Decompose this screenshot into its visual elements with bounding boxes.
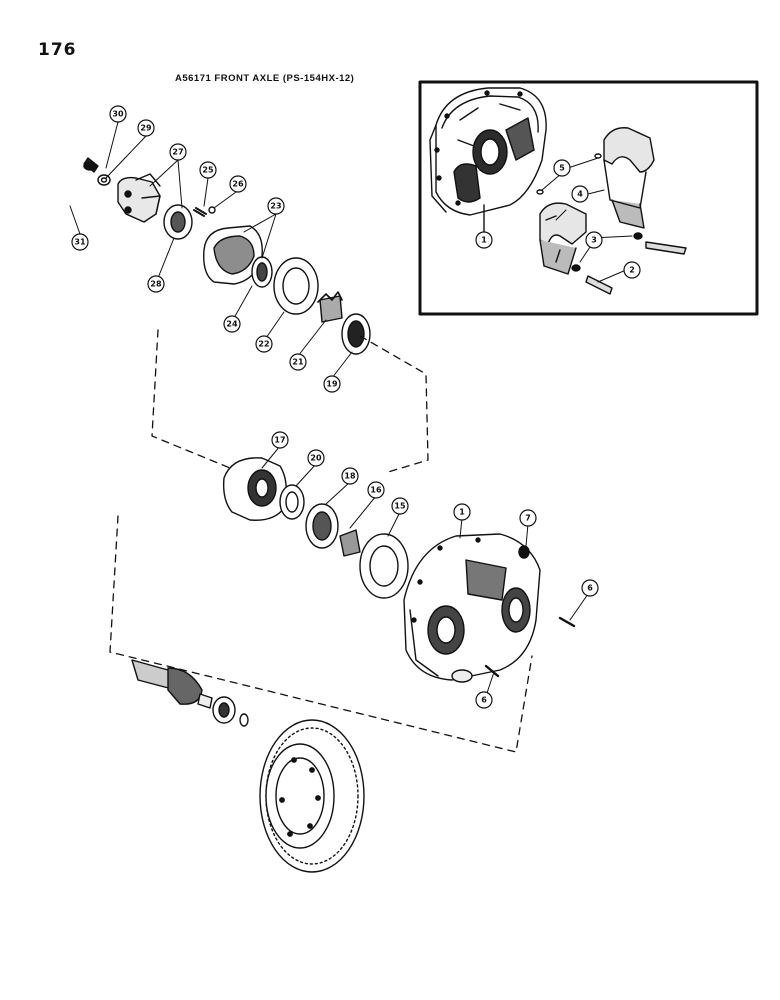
bearing-cage-group (222, 457, 409, 599)
callout-19: 19 (323, 375, 341, 393)
svg-text:27: 27 (172, 148, 183, 157)
callout-28: 28 (147, 275, 165, 293)
callout-26: 26 (229, 175, 247, 193)
callout-21: 21 (289, 353, 307, 371)
callout-25: 25 (199, 161, 217, 179)
svg-text:15: 15 (394, 502, 406, 511)
leader-lines (69, 121, 589, 697)
svg-text:2: 2 (629, 266, 635, 275)
svg-text:29: 29 (140, 124, 152, 133)
pinion-and-ring-gear (131, 659, 365, 873)
inset-bearing-caps (539, 127, 655, 275)
callout-22: 22 (255, 335, 273, 353)
svg-text:31: 31 (74, 238, 86, 247)
callout-16: 16 (367, 481, 385, 499)
svg-text:18: 18 (344, 472, 356, 481)
svg-text:25: 25 (202, 166, 214, 175)
svg-text:16: 16 (370, 486, 382, 495)
svg-text:3: 3 (591, 236, 597, 245)
diagram-title: A56171 FRONT AXLE (PS-154HX-12) (175, 73, 355, 84)
svg-text:28: 28 (150, 280, 162, 289)
page-number: 176 (38, 40, 77, 60)
callout-7: 7 (519, 509, 537, 527)
carrier-housing (403, 533, 576, 683)
callout-20: 20 (307, 449, 325, 467)
callout-24: 24 (223, 315, 241, 333)
svg-text:6: 6 (481, 696, 487, 705)
callout-2: 2 (623, 261, 641, 279)
callout-3: 3 (585, 231, 603, 249)
inset-box (418, 80, 759, 316)
svg-text:24: 24 (226, 320, 238, 329)
dashed-frames (109, 329, 533, 753)
svg-text:20: 20 (310, 454, 322, 463)
callout-17: 17 (271, 431, 289, 449)
callout-6-bottom: 6 (475, 691, 493, 709)
callout-1-inset: 1 (475, 231, 493, 249)
callouts: 30 29 27 25 26 23 31 28 24 22 21 19 17 2… (71, 105, 641, 709)
svg-text:6: 6 (587, 584, 593, 593)
callout-6-right: 6 (581, 579, 599, 597)
svg-text:7: 7 (525, 514, 531, 523)
callout-18: 18 (341, 467, 359, 485)
callout-5: 5 (553, 159, 571, 177)
callout-23: 23 (267, 197, 285, 215)
callout-29: 29 (137, 119, 155, 137)
svg-text:22: 22 (258, 340, 269, 349)
callout-31: 31 (71, 233, 89, 251)
svg-text:1: 1 (481, 236, 487, 245)
svg-text:17: 17 (274, 436, 285, 445)
inset-fasteners (536, 153, 687, 295)
svg-text:4: 4 (577, 190, 583, 199)
svg-text:19: 19 (326, 380, 338, 389)
svg-text:5: 5 (559, 164, 565, 173)
callout-15: 15 (391, 497, 409, 515)
callout-1-main: 1 (453, 503, 471, 521)
callout-4: 4 (571, 185, 589, 203)
inset-carrier-housing (429, 87, 547, 233)
svg-text:1: 1 (459, 508, 465, 517)
callout-30: 30 (109, 105, 127, 123)
svg-text:30: 30 (112, 110, 124, 119)
callout-27: 27 (169, 143, 187, 161)
pinion-yoke-group (83, 157, 371, 355)
svg-text:21: 21 (292, 358, 304, 367)
svg-text:26: 26 (232, 180, 244, 189)
svg-text:23: 23 (270, 202, 281, 211)
